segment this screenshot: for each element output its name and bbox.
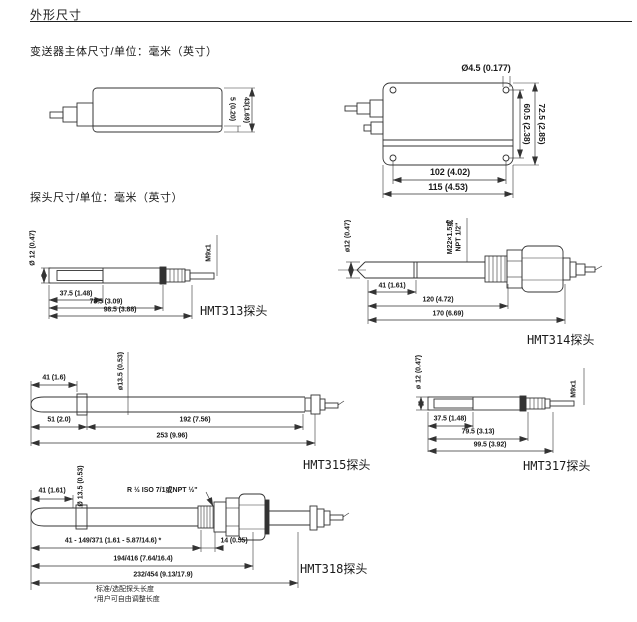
hmt317-dim-2: 79.5 (3.13)	[461, 428, 495, 436]
hmt317-label: HMT317探头	[523, 459, 591, 473]
hmt314-probe-drawing	[338, 218, 603, 324]
hmt318-note-2: *用户可自由调整长度	[94, 596, 160, 603]
dim-side-height: 43(1.69)	[242, 96, 250, 124]
hmt318-fitting-thread: R ½ ISO 7/1或NPT ½"	[127, 487, 198, 494]
dim-front-width: 115 (4.53)	[428, 182, 468, 192]
hmt313-probe-drawing	[41, 235, 218, 319]
hmt317-probe-drawing	[416, 368, 585, 454]
hmt318-dim-4: 194/416 (7.64/16.4)	[113, 555, 173, 563]
hmt318-probe-drawing	[30, 490, 350, 590]
hmt314-dim-3: 170 (6.69)	[432, 310, 464, 318]
hmt315-dim-1: 41 (1.6)	[42, 374, 66, 382]
transmitter-side-view-drawing	[49, 87, 255, 133]
hmt317-dim-1: 37.5 (1.48)	[433, 415, 467, 423]
hmt315-dim-2: 51 (2.0)	[47, 416, 71, 424]
hmt313-label: HMT313探头	[200, 304, 268, 318]
hmt314-dim-2: 120 (4.72)	[422, 296, 454, 304]
page-title: 外形尺寸	[30, 8, 83, 22]
hmt318-dim-2: 41 - 149/371 (1.61 - 5.87/14.6) *	[64, 537, 162, 545]
hmt313-dim-3: 98.5 (3.88)	[103, 306, 137, 314]
hmt315-label: HMT315探头	[303, 458, 371, 472]
section-probe-dims: 探头尺寸/单位：毫米（英寸）	[30, 192, 184, 204]
drawing-root	[30, 76, 603, 590]
hmt317-thread: M9x1	[570, 380, 578, 398]
hmt314-dim-1: 41 (1.61)	[378, 282, 406, 290]
hmt317-dia: ø 12 (0.47)	[415, 354, 423, 390]
hmt313-thread: M9x1	[205, 244, 213, 262]
dim-front-hole-dia: Ø4.5 (0.177)	[461, 63, 511, 73]
hmt315-dia: ø13.5 (0.53)	[117, 351, 125, 391]
dim-front-holes-h: 102 (4.02)	[429, 167, 471, 177]
hmt314-dia: ø12 (0.47)	[344, 219, 352, 253]
hmt314-label: HMT314探头	[527, 333, 595, 347]
section-transmitter-dims: 变送器主体尺寸/单位：毫米（英寸）	[30, 46, 218, 58]
hmt318-dia: Ø 13.5 (0.53)	[77, 465, 85, 507]
hmt315-dim-3: 192 (7.56)	[179, 416, 211, 424]
title-underline	[30, 21, 632, 22]
hmt313-dim-2: 78.5 (3.09)	[89, 298, 123, 306]
hmt315-dim-4: 253 (9.96)	[156, 432, 188, 440]
hmt314-thread-line2: NPT 1/2"	[455, 222, 463, 252]
dim-front-height: 72.5 (2.85)	[537, 103, 547, 145]
hmt317-dim-3: 99.5 (3.92)	[473, 441, 507, 449]
hmt318-label: HMT318探头	[300, 562, 368, 576]
hmt318-note-1: 标准/选配探头长度	[96, 586, 154, 593]
dim-side-base: 5 (0.20)	[228, 96, 236, 122]
hmt313-dia: Ø 12 (0.47)	[29, 230, 37, 266]
hmt315-probe-drawing	[30, 352, 345, 446]
transmitter-front-view-drawing	[344, 76, 539, 198]
hmt318-dim-3: 14 (0.55)	[220, 537, 248, 545]
dim-front-holes-v: 60.5 (2.38)	[522, 103, 532, 145]
hmt318-dim-1: 41 (1.61)	[38, 487, 66, 495]
hmt314-thread-line1: M22×1.5或	[447, 219, 454, 255]
hmt313-dim-1: 37.5 (1.48)	[59, 290, 93, 298]
hmt318-dim-5: 232/454 (9.13/17.9)	[133, 571, 193, 579]
